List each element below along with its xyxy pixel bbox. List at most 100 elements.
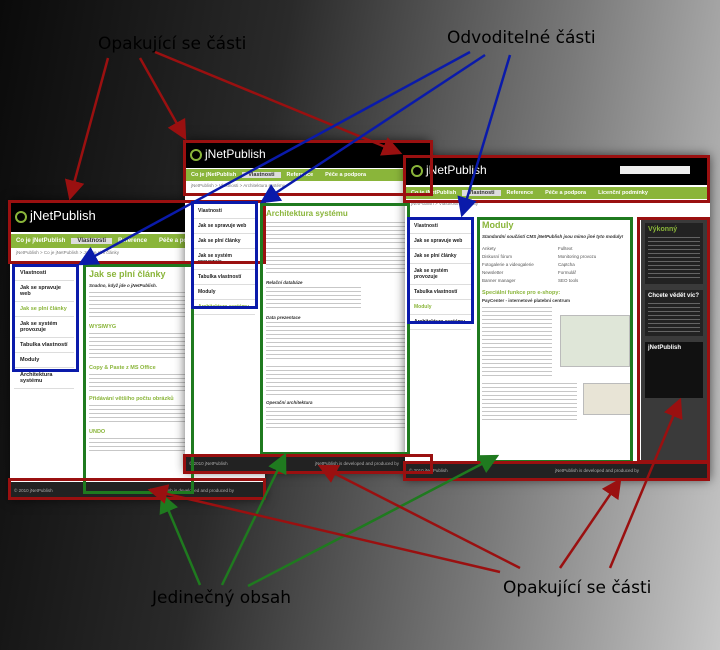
nav-item-features[interactable]: Vlastnosti <box>242 172 281 178</box>
modules-col-left: Ankety Diskusní fórum Fotogalerie a vide… <box>482 245 558 285</box>
sidebar-item-active[interactable]: Jak se plní články <box>14 302 74 317</box>
arrows-repeating-bottom <box>147 397 683 574</box>
section-heading: WYSIWYG <box>89 324 117 330</box>
arrows-unique <box>159 452 500 588</box>
text-block <box>89 333 194 361</box>
section-heading: Copy & Paste z MS Office <box>89 365 156 371</box>
site-logo-text: jNetPublish <box>426 163 487 177</box>
module-item: Diskusní fórum <box>482 254 513 259</box>
promo-title: Výkonný <box>648 226 678 233</box>
repeating-region-header-right <box>403 155 710 203</box>
main-nav: Co je jNetPublish Vlastnosti Reference P… <box>405 187 710 199</box>
promo-box: Výkonný <box>645 223 703 284</box>
nav-item-features[interactable]: Vlastnosti <box>462 190 501 196</box>
sidebar-item[interactable]: Moduly <box>14 353 74 368</box>
repeating-region-footer-left <box>8 478 266 500</box>
nav-item-features[interactable]: Vlastnosti <box>71 238 113 244</box>
main-nav: Co je jNetPublish Vlastnosti Reference P… <box>185 169 430 181</box>
sidebar-item[interactable]: Tabulka vlastností <box>14 338 74 353</box>
text-block <box>482 383 577 423</box>
sidebar-item[interactable]: Jak se systém provozuje <box>14 317 74 338</box>
promo-box: Chcete vědět víc? <box>645 290 703 336</box>
nav-item-about[interactable]: Co je jNetPublish <box>191 172 237 178</box>
module-item: Formulář <box>558 270 577 275</box>
article: Jak se plní články Snadno, když jde o jN… <box>86 266 197 484</box>
derived-region-menu-left <box>12 264 79 372</box>
text-block <box>266 366 411 396</box>
breadcrumb: jNetPublish > Co je jNetPublish > Jak se… <box>16 250 120 255</box>
section-heading: Přidávání většího počtu obrázků <box>89 396 174 402</box>
callout-repeating-bottom: Opakující se části <box>503 578 652 598</box>
modules-col-right: Fulltext Monitoring provozu Captcha Form… <box>558 245 596 285</box>
nav-item-license[interactable]: Licenční podmínky <box>598 190 648 196</box>
arrows-derived <box>77 50 512 266</box>
sidebar-item[interactable]: Tabulka vlastností <box>193 270 255 285</box>
sidebar-item[interactable]: Architektura systému <box>14 368 74 389</box>
sidebar-item[interactable]: Jak se spravuje web <box>409 234 471 249</box>
section-heading: Operační architektura <box>266 400 313 405</box>
eshop-screenshot <box>560 315 630 367</box>
module-item: Ankety <box>482 246 496 251</box>
sidebar-item[interactable]: Jak se systém provozuje <box>409 264 471 285</box>
logo-icon <box>15 210 27 223</box>
sidebar-item[interactable]: Jak se plní články <box>409 249 471 264</box>
arrows-repeating-top <box>64 50 403 201</box>
search-input[interactable] <box>620 166 690 174</box>
sidebar-item[interactable]: Moduly <box>193 285 255 300</box>
nav-item-references[interactable]: Reference <box>286 172 314 178</box>
nav-item-support[interactable]: Péče a podpora <box>545 190 587 196</box>
modules-list: Ankety Diskusní fórum Fotogalerie a vide… <box>482 245 634 285</box>
repeating-region-footer-right <box>403 461 710 481</box>
sidebar-item[interactable]: Jak se spravuje web <box>14 281 74 302</box>
promo-cta: Chcete vědět víc? <box>648 293 700 299</box>
eshop-block <box>482 307 634 377</box>
sidebar-item[interactable]: Vlastnosti <box>14 266 74 281</box>
derived-region-menu-middle <box>191 201 258 309</box>
unique-region-content-middle <box>260 203 410 455</box>
sidebar-item[interactable]: Tabulka vlastností <box>409 285 471 300</box>
module-item: Newsletter <box>482 270 504 275</box>
site-logo-text: jNetPublish <box>205 147 266 161</box>
sidebar-item[interactable]: Jak se spravuje web <box>193 219 255 234</box>
article-lead: Relační databáze <box>266 280 303 285</box>
breadcrumb: jNetPublish > Vlastnosti > Moduly <box>411 201 479 206</box>
text-block <box>89 438 194 454</box>
article-lead: Standardní součástí CMS jNetPublish jsou… <box>482 234 624 239</box>
nav-item-support[interactable]: Péče a podpora <box>325 172 367 178</box>
text-block <box>648 303 700 333</box>
article-lead: Snadno, když jde o jNetPublish. <box>89 283 158 288</box>
section-heading: Data prezentace <box>266 315 301 320</box>
footer-credit: jNetPublish is developed and produced by <box>315 461 400 466</box>
nav-item-references[interactable]: Reference <box>118 238 148 244</box>
site-logo: jNetPublish <box>411 163 487 177</box>
footer-copyright: © 2010 jNetPublish <box>189 461 228 466</box>
sidebar-menu: Vlastnosti Jak se spravuje web Jak se pl… <box>14 266 74 389</box>
sidebar-item[interactable]: Vlastnosti <box>409 219 471 234</box>
module-item: Fulltext <box>558 246 573 251</box>
text-block <box>266 222 411 244</box>
text-block <box>266 322 411 362</box>
footer-copyright: © 2010 jNetPublish <box>409 468 448 473</box>
module-item: Fotogalerie a videogalerie <box>482 262 534 267</box>
sidebar-item[interactable]: Vlastnosti <box>193 204 255 219</box>
section-heading: Speciální funkce pro e-shopy: <box>482 290 561 296</box>
module-item: Banner manager <box>482 278 516 283</box>
sidebar-item-active[interactable]: Moduly <box>409 300 471 315</box>
repeating-region-footer-middle <box>183 454 433 474</box>
text-block <box>89 405 194 425</box>
text-block <box>266 407 411 431</box>
footer-copyright: © 2010 jNetPublish <box>14 488 53 493</box>
article: Moduly Standardní součástí CMS jNetPubli… <box>479 217 637 463</box>
text-block <box>648 237 700 281</box>
nav-item-about[interactable]: Co je jNetPublish <box>16 238 66 244</box>
breadcrumb: jNetPublish > Vlastnosti > Architektura … <box>191 183 286 188</box>
nav-item-references[interactable]: Reference <box>506 190 534 196</box>
module-item: Monitoring provozu <box>558 254 597 259</box>
nav-item-about[interactable]: Co je jNetPublish <box>411 190 457 196</box>
sidebar-menu: Vlastnosti Jak se spravuje web Jak se pl… <box>409 219 471 330</box>
nav-item-support[interactable]: Péče a podpora <box>159 238 204 244</box>
promo-box: jNetPublish <box>645 342 703 398</box>
sidebar-item[interactable]: Jak se plní články <box>193 234 255 249</box>
repeating-region-header-left <box>8 200 266 264</box>
